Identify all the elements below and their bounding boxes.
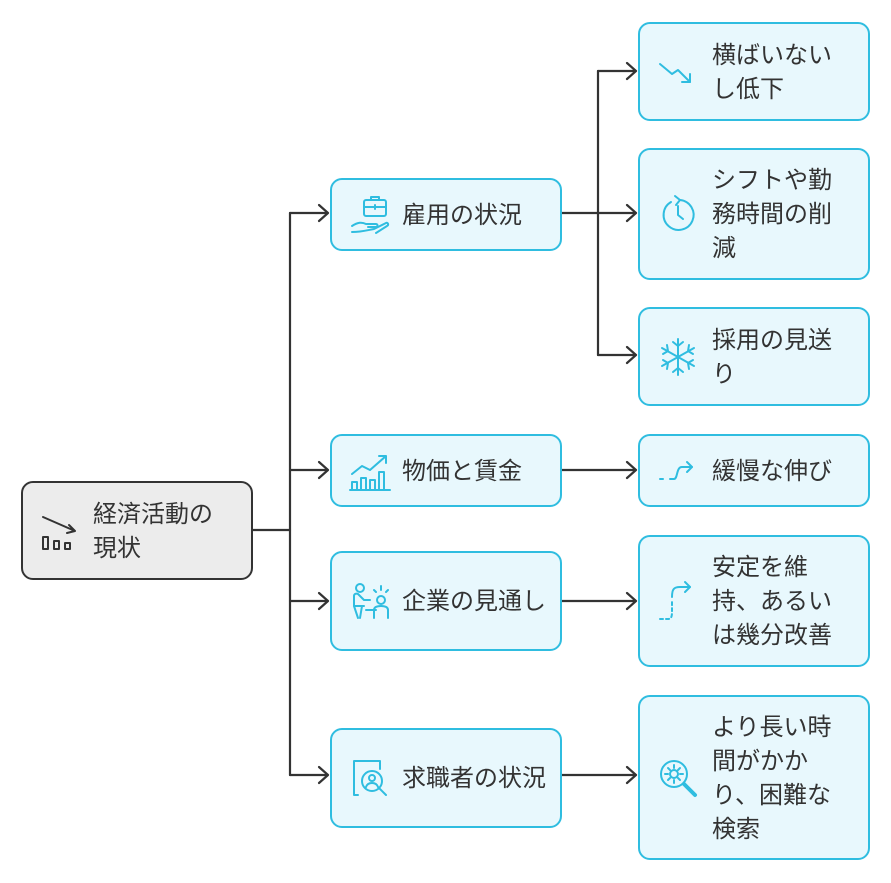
dashed-rising-arrow-icon bbox=[656, 579, 700, 623]
leaf-slow-growth: 緩慢な伸び bbox=[638, 434, 870, 507]
hand-holding-briefcase-icon bbox=[348, 192, 394, 238]
leaf-longer-harder-search-label: より長い時間がかかり、困難な検索 bbox=[712, 712, 832, 843]
leaf-flat-or-decline: 横ばいないし低下 bbox=[638, 22, 870, 121]
declining-bar-chart-icon bbox=[39, 509, 83, 553]
slow-rising-arrow-icon bbox=[656, 449, 700, 493]
business-meeting-icon bbox=[348, 578, 394, 624]
leaf-flat-or-decline-label: 横ばいないし低下 bbox=[712, 40, 832, 103]
leaf-stable-or-improving-label: 安定を維持、あるいは幾分改善 bbox=[712, 553, 832, 649]
branch-employment-label: 雇用の状況 bbox=[402, 200, 522, 229]
clock-reset-icon bbox=[656, 192, 700, 236]
leaf-slow-growth-label: 緩慢な伸び bbox=[712, 456, 832, 485]
snowflake-icon bbox=[656, 335, 700, 379]
leaf-shift-hours-reduction: シフトや勤務時間の削減 bbox=[638, 148, 870, 280]
branch-employment: 雇用の状況 bbox=[330, 178, 562, 251]
leaf-stable-or-improving: 安定を維持、あるいは幾分改善 bbox=[638, 535, 870, 667]
rising-bar-chart-icon bbox=[348, 448, 394, 494]
leaf-hiring-freeze-label: 採用の見送り bbox=[712, 325, 832, 388]
branch-business-outlook: 企業の見通し bbox=[330, 551, 562, 651]
branch-prices-wages: 物価と賃金 bbox=[330, 434, 562, 507]
job-seeker-profile-icon bbox=[348, 755, 394, 801]
leaf-shift-hours-reduction-label: シフトや勤務時間の削減 bbox=[712, 166, 832, 262]
branch-job-seekers-label: 求職者の状況 bbox=[402, 764, 546, 792]
branch-job-seekers: 求職者の状況 bbox=[330, 728, 562, 828]
leaf-longer-harder-search: より長い時間がかかり、困難な検索 bbox=[638, 695, 870, 860]
root-label: 経済活動の現状 bbox=[93, 499, 213, 562]
search-magnifier-icon bbox=[656, 756, 700, 800]
trend-down-arrow-icon bbox=[656, 50, 700, 94]
root-node: 経済活動の現状 bbox=[21, 481, 253, 580]
branch-prices-wages-label: 物価と賃金 bbox=[402, 456, 522, 485]
branch-business-outlook-label: 企業の見通し bbox=[402, 587, 546, 615]
leaf-hiring-freeze: 採用の見送り bbox=[638, 307, 870, 406]
